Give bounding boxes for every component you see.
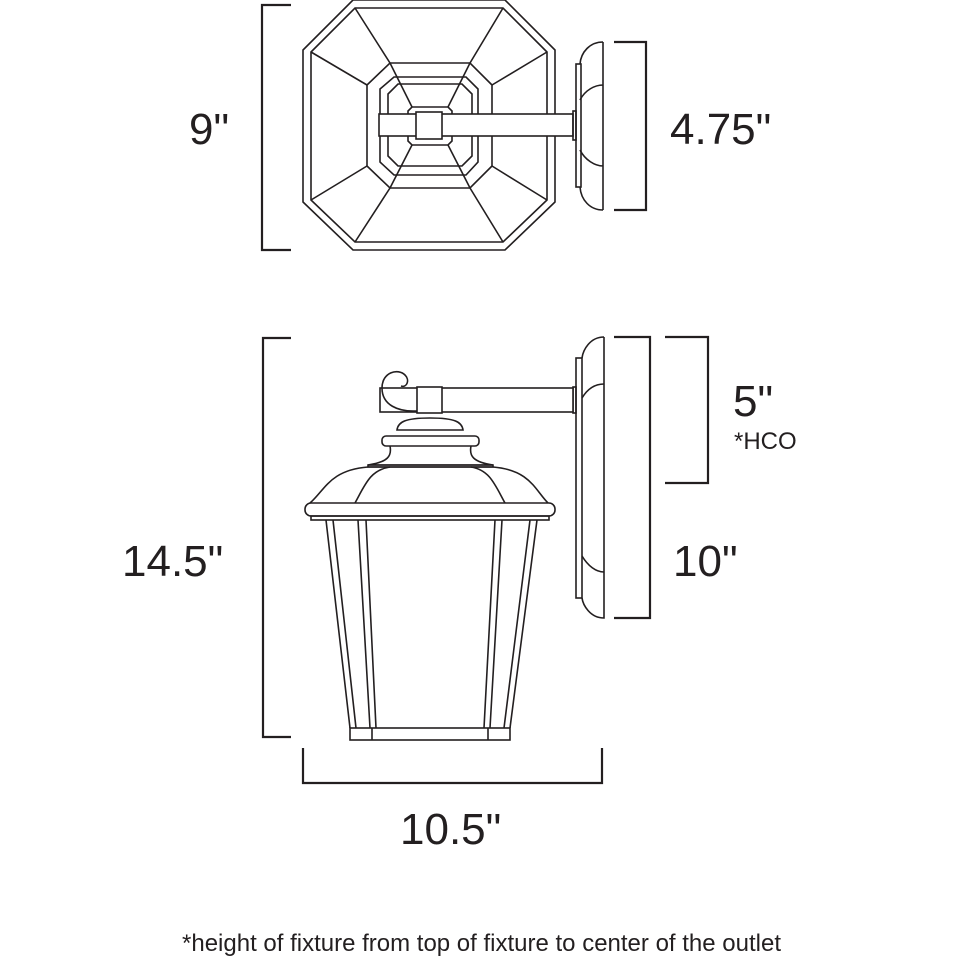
scroll-ornament [381, 371, 418, 412]
dimension-hco: 5" [733, 377, 774, 426]
dimension-overall-height: 14.5" [122, 537, 224, 586]
bracket-overall-height [261, 336, 291, 739]
bracket-width [301, 748, 604, 785]
top-view-fixture [302, 0, 604, 251]
dimension-top-height: 9" [189, 105, 230, 154]
bracket-top-height [260, 3, 291, 252]
bracket-backplate-height [614, 335, 652, 620]
dimension-brackets [260, 3, 710, 785]
dimension-width: 10.5" [400, 805, 502, 854]
footnote: *height of fixture from top of fixture t… [182, 930, 781, 957]
dimension-backplate-height: 10" [673, 537, 738, 586]
bracket-hco [665, 335, 710, 485]
dimension-top-backplate: 4.75" [670, 105, 772, 154]
bracket-top-backplate [614, 40, 648, 212]
side-view-fixture [304, 336, 605, 741]
hco-label: *HCO [734, 428, 797, 455]
